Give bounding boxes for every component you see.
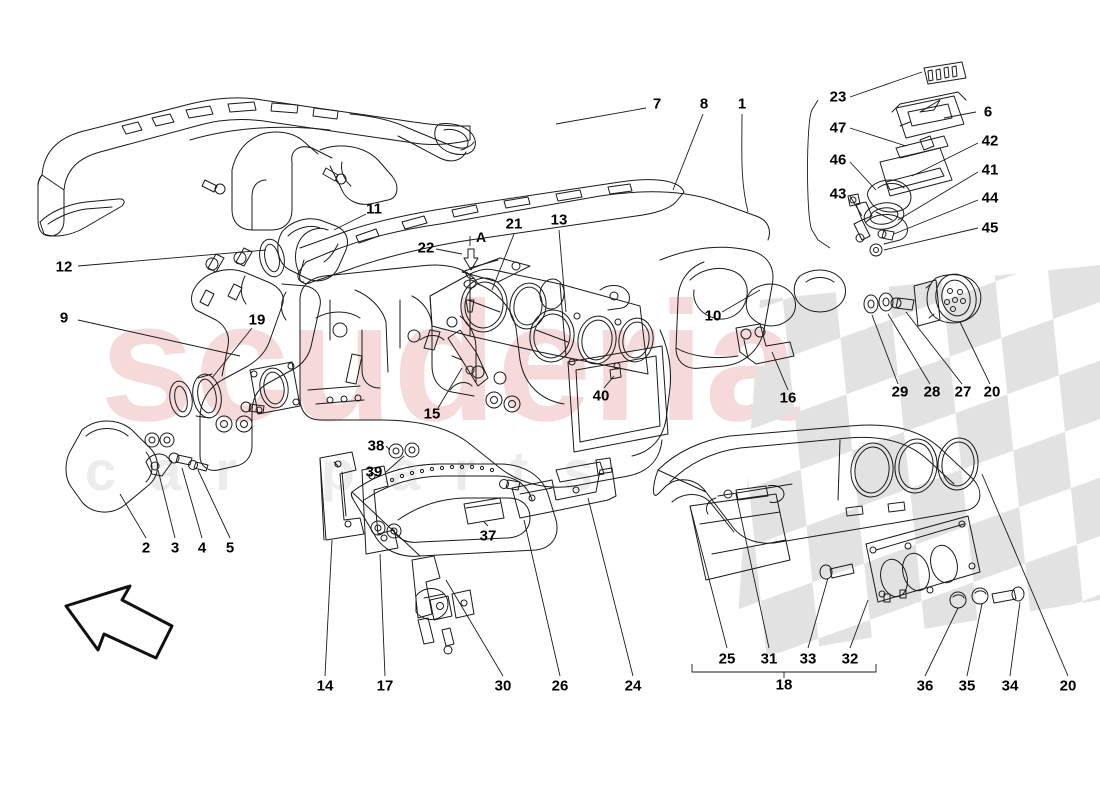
callout-36: 36: [916, 677, 934, 695]
callout-7: 7: [652, 95, 662, 113]
callout-35: 35: [958, 677, 976, 695]
callout-37: 37: [479, 527, 497, 545]
callout-41: 41: [981, 161, 999, 179]
callout-15: 15: [423, 405, 441, 423]
callout-5: 5: [225, 539, 235, 557]
part-knee-bolster-39: [350, 442, 558, 557]
callout-43: 43: [829, 185, 847, 203]
callout-2: 2: [141, 539, 151, 557]
callout-6: 6: [983, 103, 993, 121]
callout-25: 25: [718, 650, 736, 668]
callout-24: 24: [624, 677, 642, 695]
part-lower-air-duct-9: [191, 247, 321, 471]
part-elbow-hose-11: [277, 218, 349, 282]
callout-13: 13: [550, 211, 568, 229]
callout-34: 34: [1001, 677, 1019, 695]
part-vent-flange: [249, 361, 301, 415]
callout-29: 29: [891, 383, 909, 401]
callout-10: 10: [704, 307, 722, 325]
part-screw-33: [819, 563, 855, 580]
callout-19: 19: [248, 311, 266, 329]
section-marker-A: A: [475, 229, 487, 245]
callout-11: 11: [366, 200, 382, 218]
callout-46: 46: [829, 151, 847, 169]
part-dashboard-cover-18: [653, 424, 981, 581]
part-bracket-15: [447, 329, 521, 413]
callout-17: 17: [376, 677, 394, 695]
callout-28: 28: [923, 383, 941, 401]
callout-32: 32: [841, 650, 859, 668]
callout-8: 8: [699, 95, 709, 113]
callout-38: 38: [367, 437, 385, 455]
part-gauge-plate-32: [865, 515, 981, 603]
callout-20-bottom: 20: [1059, 677, 1077, 695]
callout-4: 4: [197, 539, 207, 557]
callout-26: 26: [551, 677, 569, 695]
callout-27: 27: [954, 383, 972, 401]
part-seal-ring-12: [259, 238, 285, 278]
callout-47: 47: [829, 119, 847, 137]
callout-21: 21: [505, 215, 523, 233]
fasteners-right-bottom: [949, 586, 1025, 609]
part-group-top-right: [847, 61, 967, 257]
callout-23: 23: [829, 88, 847, 106]
part-bracket-14: [319, 451, 365, 541]
callout-40: 40: [592, 387, 610, 405]
part-defroster-duct-7: [37, 97, 476, 237]
watermark-brand-text: scuderia: [100, 267, 801, 457]
callout-42: 42: [981, 132, 999, 150]
callout-44: 44: [981, 189, 999, 207]
part-l-bracket-16: [735, 323, 795, 365]
callout-20-right: 20: [983, 383, 1001, 401]
callout-39: 39: [365, 463, 383, 481]
callout-31: 31: [760, 650, 778, 668]
part-instrument-cluster-13: [429, 257, 654, 375]
part-bracket-17: [361, 465, 399, 555]
callout-30: 30: [494, 677, 512, 695]
part-clip-22: [463, 248, 479, 313]
callout-16: 16: [779, 389, 797, 407]
callout-1: 1: [737, 95, 747, 113]
forward-direction-arrow: [64, 584, 174, 660]
fasteners-left: [144, 401, 265, 477]
callout-45: 45: [981, 219, 999, 237]
callout-9: 9: [59, 309, 69, 327]
part-connector-assembly-20: [863, 273, 982, 327]
callout-14: 14: [316, 677, 334, 695]
watermark-sub-text: car parts: [85, 439, 628, 502]
part-main-dashboard-1: [297, 179, 846, 488]
callout-3: 3: [170, 539, 180, 557]
callout-18-group: 18: [775, 676, 793, 694]
callout-33: 33: [799, 650, 817, 668]
callout-22: 22: [417, 239, 435, 257]
callout-12: 12: [55, 258, 73, 276]
part-vent-ring-19: [169, 373, 222, 419]
part-cross-bracket-26: [499, 457, 617, 519]
part-lower-bracket-30: [411, 555, 475, 655]
part-tab-37: [463, 497, 505, 525]
